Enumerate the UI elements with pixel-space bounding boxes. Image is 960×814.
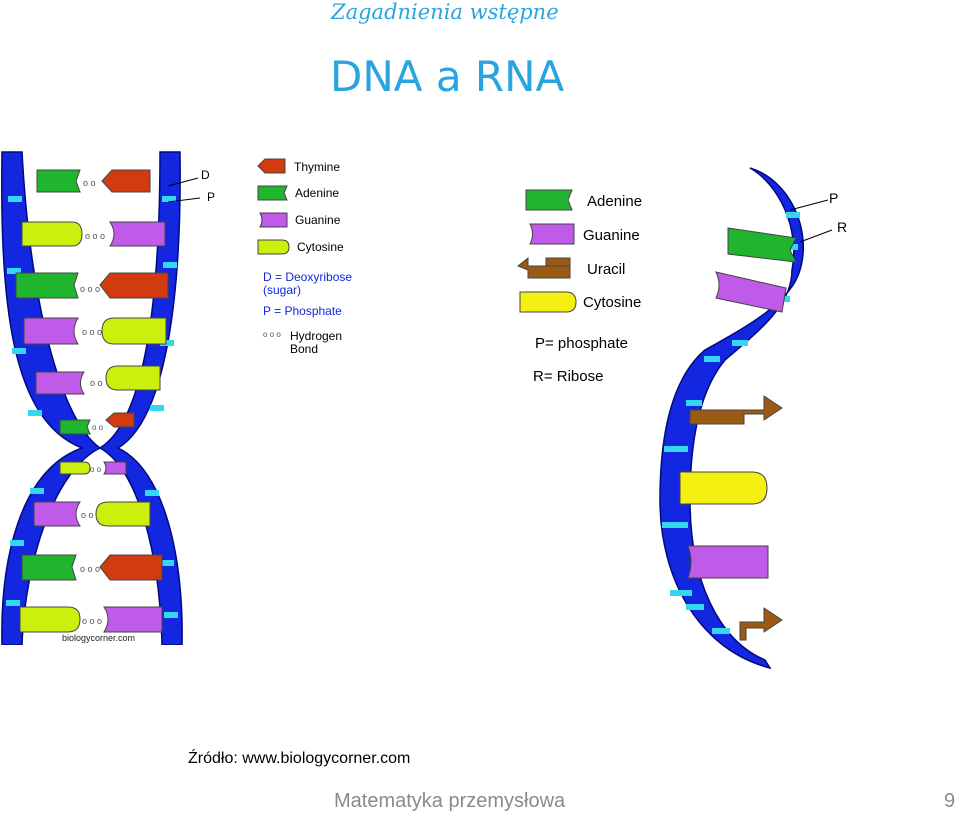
rna-legend-cytosine-swatch xyxy=(519,291,577,313)
dna-hbond: o o o xyxy=(80,564,100,574)
dna-label-d: D xyxy=(201,168,210,182)
footer-text: Matematyka przemysłowa xyxy=(334,790,566,812)
dna-base-guanine xyxy=(33,501,81,527)
rna-legend-r-definition: R= Ribose xyxy=(533,368,603,385)
rna-legend-p-definition: P= phosphate xyxy=(535,335,628,352)
rna-legend-adenine-label: Adenine xyxy=(587,193,642,210)
dna-pointer-labels: D P xyxy=(167,168,215,204)
legend-d-definition-sugar: (sugar) xyxy=(263,283,301,297)
dna-hbond: o o o xyxy=(82,616,102,626)
legend-p-definition: P = Phosphate xyxy=(263,304,342,318)
dna-base-thymine xyxy=(99,554,163,581)
dna-watermark: biologycorner.com xyxy=(62,633,135,643)
slide-title: DNA a RNA xyxy=(330,52,565,101)
dna-base-cytosine xyxy=(95,501,151,527)
rna-legend-uracil-label: Uracil xyxy=(587,261,625,278)
rna-label-p: P xyxy=(829,190,838,206)
dna-hbond: o o xyxy=(83,178,96,188)
rna-legend-cytosine-label: Cytosine xyxy=(583,294,641,311)
legend-cytosine-swatch xyxy=(257,239,290,255)
dna-base-cytosine xyxy=(21,221,83,247)
legend-thymine-label: Thymine xyxy=(294,160,340,174)
dna-base-guanine xyxy=(35,371,85,395)
dna-legend: Thymine Adenine Guanine Cytosine D = Deo… xyxy=(257,158,352,356)
rna-legend-uracil-swatch xyxy=(517,256,571,279)
rna-base-uracil xyxy=(689,395,783,425)
rna-base-adenine xyxy=(727,227,797,263)
dna-label-p: P xyxy=(207,190,215,204)
legend-cytosine-label: Cytosine xyxy=(297,240,344,254)
legend-hbond-symbol: o o o xyxy=(263,330,281,339)
legend-guanine-label: Guanine xyxy=(295,213,341,227)
source-caption: Źródło: www.biologycorner.com xyxy=(188,750,411,767)
dna-base-thymine xyxy=(99,272,169,299)
rna-label-r: R xyxy=(837,219,847,235)
dna-base-guanine xyxy=(103,606,163,633)
dna-hbond: o o xyxy=(81,510,94,520)
dna-base-adenine xyxy=(36,169,81,193)
rna-base-uracil xyxy=(739,607,783,641)
dna-base-guanine xyxy=(103,461,127,475)
rna-base-guanine xyxy=(715,271,787,313)
dna-hbond: o o xyxy=(90,378,103,388)
dna-base-adenine xyxy=(59,419,91,435)
rna-strand xyxy=(659,167,804,670)
dna-backbone-marks xyxy=(6,196,178,618)
dna-hbond: o o o xyxy=(80,284,100,294)
rna-base-cytosine xyxy=(679,471,768,505)
legend-thymine-swatch xyxy=(257,158,286,174)
legend-adenine-swatch xyxy=(257,185,288,201)
legend-hbond-label-bond: Bond xyxy=(290,342,318,356)
dna-base-adenine xyxy=(21,554,77,581)
dna-helix: o o o o o o o o o o o o o o o o o o o o xyxy=(1,151,183,645)
dna-base-guanine xyxy=(109,221,166,247)
legend-d-definition: D = Deoxyribose xyxy=(263,270,352,284)
dna-base-guanine xyxy=(23,317,79,345)
page-number: 9 xyxy=(944,790,956,812)
dna-base-cytosine xyxy=(19,606,81,633)
dna-hbond: o o o xyxy=(82,327,102,337)
dna-base-cytosine xyxy=(101,317,167,345)
rna-base-guanine xyxy=(687,545,769,579)
legend-guanine-swatch xyxy=(259,212,288,228)
rna-legend-guanine-swatch xyxy=(529,223,575,245)
rna-pointer-labels: P R xyxy=(789,190,847,243)
legend-hbond-label: Hydrogen xyxy=(290,329,342,343)
dna-hbond: o o xyxy=(92,423,104,432)
rna-legend-guanine-label: Guanine xyxy=(583,227,640,244)
dna-base-cytosine xyxy=(105,365,161,391)
dna-base-thymine xyxy=(105,412,135,428)
rna-legend-adenine-swatch xyxy=(525,189,573,211)
dna-hbond: o o xyxy=(90,465,102,474)
rna-legend: Adenine Guanine Uracil Cytosine P= phosp… xyxy=(517,189,642,385)
dna-base-cytosine xyxy=(59,461,91,475)
dna-hbond: o o o xyxy=(85,231,105,241)
dna-base-thymine xyxy=(101,169,151,193)
section-title: Zagadnienia wstępne xyxy=(331,0,559,24)
rna-legend-uracil-hook xyxy=(545,257,571,267)
legend-adenine-label: Adenine xyxy=(295,186,339,200)
dna-base-adenine xyxy=(15,272,79,299)
